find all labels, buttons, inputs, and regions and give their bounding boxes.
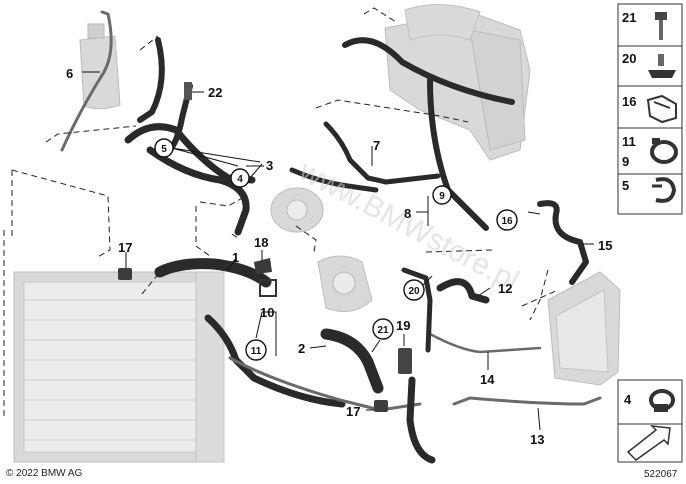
svg-text:21: 21 bbox=[377, 325, 389, 336]
legend-label-16: 16 bbox=[622, 94, 636, 109]
circle-callout-5: 5 bbox=[154, 138, 174, 158]
part-18 bbox=[254, 258, 277, 297]
reference-lines bbox=[3, 7, 559, 418]
callout-7: 7 bbox=[373, 138, 380, 153]
spring-clamp-icon bbox=[649, 389, 675, 412]
circle-callout-21: 21 bbox=[372, 318, 394, 340]
legend-label-5: 5 bbox=[622, 178, 629, 193]
legend-label-21: 21 bbox=[622, 10, 636, 25]
clamp-icon bbox=[650, 138, 678, 164]
part-19 bbox=[398, 348, 412, 374]
radiator bbox=[13, 271, 225, 463]
callout-19: 19 bbox=[396, 318, 410, 333]
circle-callout-9: 9 bbox=[432, 185, 452, 205]
callout-6: 6 bbox=[66, 66, 73, 81]
callout-13: 13 bbox=[530, 432, 544, 447]
expansion-tank-left bbox=[79, 23, 121, 110]
part-22 bbox=[184, 82, 192, 100]
callout-2: 2 bbox=[298, 341, 305, 356]
callout-14: 14 bbox=[480, 372, 495, 387]
bracket-icon bbox=[646, 94, 677, 124]
circle-callout-4: 4 bbox=[230, 168, 250, 188]
callout-15: 15 bbox=[598, 238, 612, 253]
svg-text:5: 5 bbox=[161, 144, 167, 155]
circle-callout-11: 11 bbox=[245, 339, 267, 361]
legend-label-4: 4 bbox=[624, 392, 632, 407]
clip-icon bbox=[652, 177, 677, 203]
callout-1: 1 bbox=[232, 250, 239, 265]
svg-text:20: 20 bbox=[408, 286, 420, 297]
svg-text:16: 16 bbox=[501, 216, 513, 227]
direction-arrow-icon bbox=[626, 425, 671, 461]
thermostat-housing bbox=[317, 255, 373, 313]
callout-18: 18 bbox=[254, 235, 268, 250]
leader-lines bbox=[82, 71, 594, 431]
intercooler bbox=[384, 3, 531, 161]
copyright: © 2022 BMW AG bbox=[6, 468, 83, 479]
hardware-legend: 21 20 16 11 9 5 4 bbox=[617, 3, 683, 463]
legend-label-9: 9 bbox=[622, 154, 629, 169]
callout-10: 10 bbox=[260, 305, 274, 320]
part-17-upper bbox=[118, 268, 132, 280]
legend-label-11: 11 bbox=[622, 134, 636, 149]
callout-17-lower: 17 bbox=[346, 404, 360, 419]
callout-17-upper: 17 bbox=[118, 240, 132, 255]
nut-icon bbox=[648, 54, 676, 78]
callout-22: 22 bbox=[208, 85, 222, 100]
circle-callout-16: 16 bbox=[496, 209, 518, 231]
image-number: 522067 bbox=[644, 469, 678, 480]
bolt-icon bbox=[655, 12, 667, 40]
water-pump bbox=[270, 187, 324, 233]
svg-text:4: 4 bbox=[237, 174, 243, 185]
callout-8: 8 bbox=[404, 206, 411, 221]
callout-12: 12 bbox=[498, 281, 512, 296]
legend-label-20: 20 bbox=[622, 51, 636, 66]
callout-labels: 6 22 3 7 8 15 1 17 18 10 2 19 12 14 17 1… bbox=[66, 66, 612, 447]
part-17-lower bbox=[374, 400, 388, 412]
expansion-tank-right bbox=[547, 271, 621, 386]
svg-text:9: 9 bbox=[439, 191, 445, 202]
circle-callout-20: 20 bbox=[403, 279, 425, 301]
svg-text:11: 11 bbox=[251, 346, 262, 357]
circled-callouts: 5 4 9 16 20 21 11 bbox=[154, 138, 518, 361]
callout-3: 3 bbox=[266, 158, 273, 173]
